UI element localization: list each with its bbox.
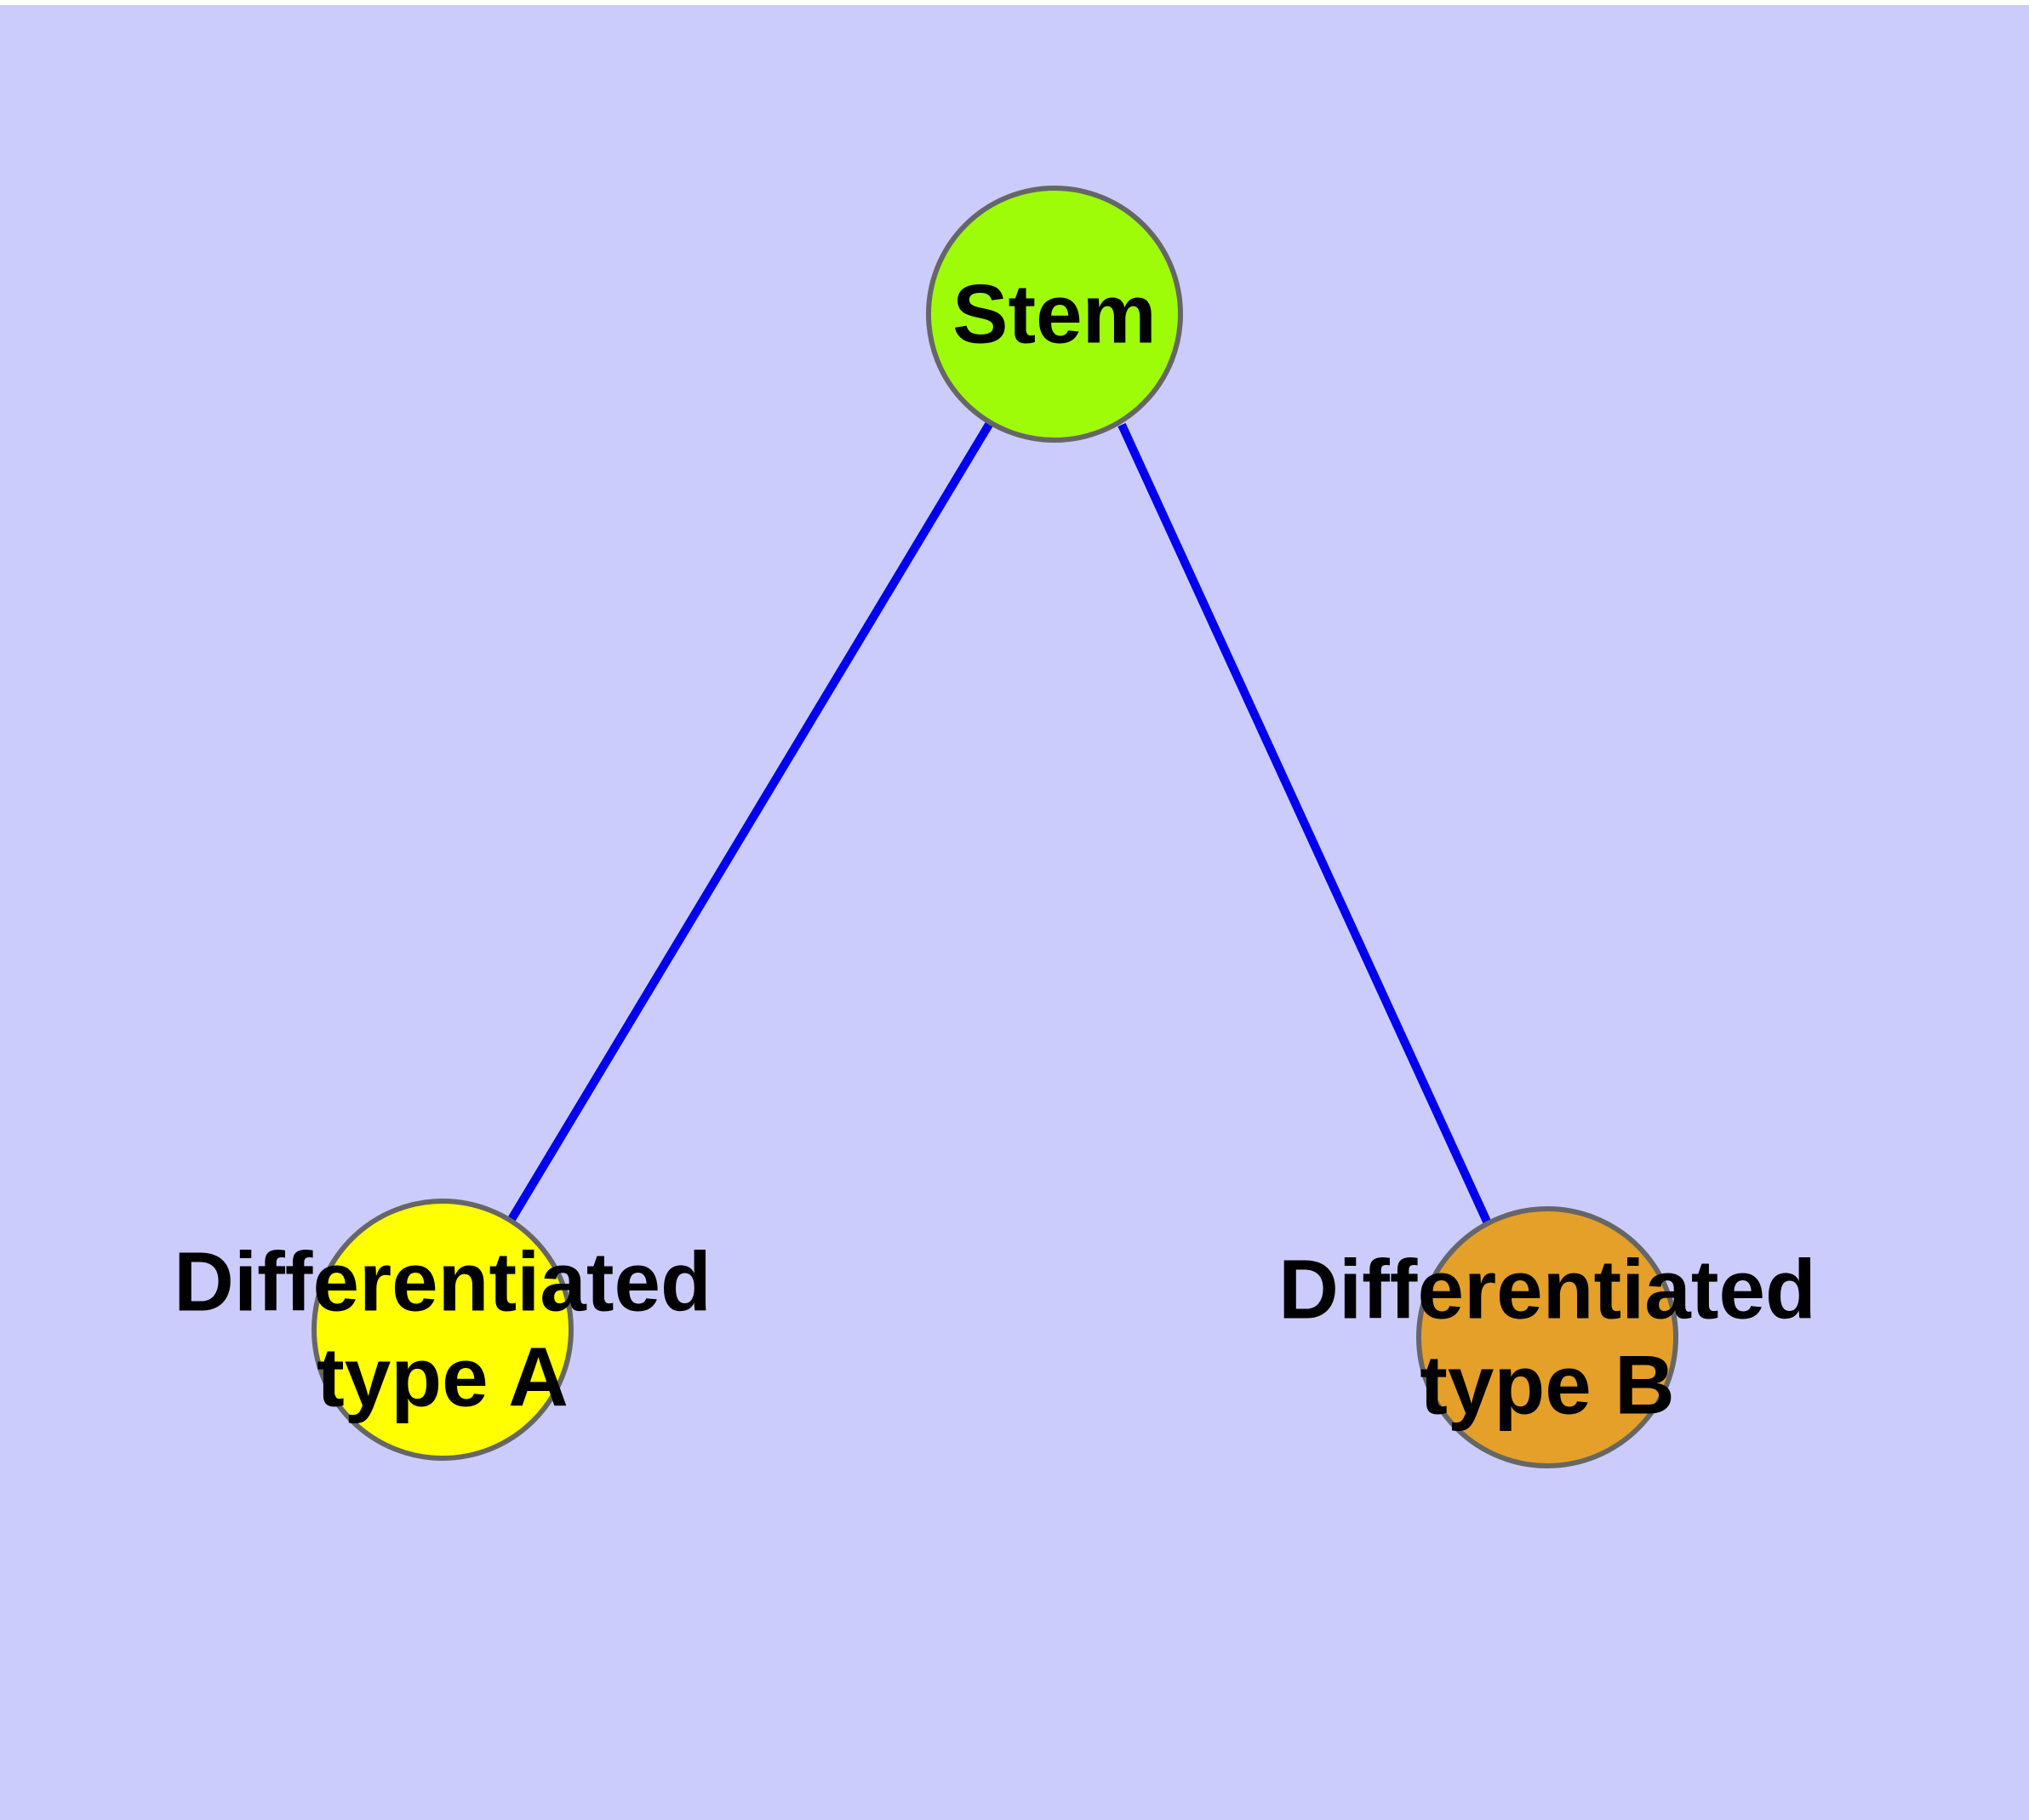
node-circle-differentiated-type-a[interactable] xyxy=(311,1199,574,1461)
node-label-line: type B xyxy=(1420,1337,1675,1431)
node-label-stem: Stem xyxy=(952,266,1157,360)
node-label-line: type A xyxy=(317,1330,569,1423)
edges-group xyxy=(506,421,1492,1226)
edge-stem-to-differentiated-b[interactable] xyxy=(1117,422,1492,1226)
edge-stem-to-differentiated-a[interactable] xyxy=(506,421,994,1223)
node-label-line: Stem xyxy=(952,266,1157,360)
nodes-group xyxy=(311,186,1678,1468)
node-label-line: Differentiated xyxy=(1278,1242,1816,1336)
node-label-line: Differentiated xyxy=(174,1234,712,1328)
node-circle-differentiated-type-b[interactable] xyxy=(1416,1206,1678,1468)
node-circle-stem[interactable] xyxy=(926,186,1183,443)
